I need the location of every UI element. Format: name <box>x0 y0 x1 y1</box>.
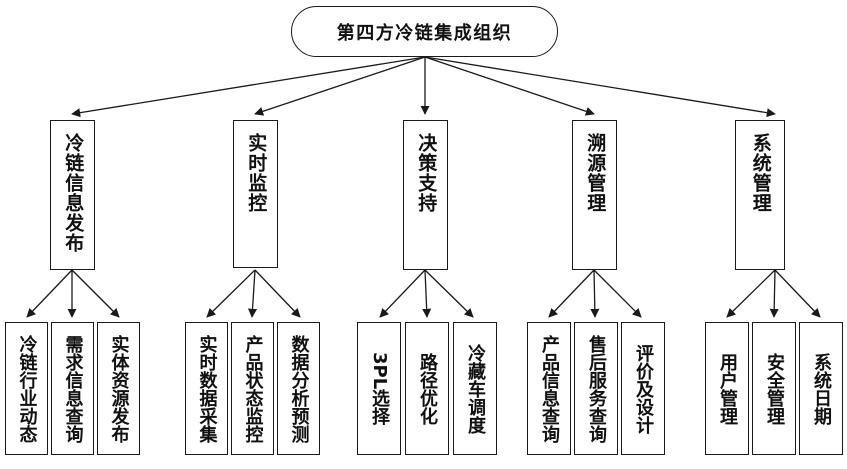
root-node[interactable]: 第四方冷链集成组织 <box>291 6 558 57</box>
leaf-node-5-2-label: 安全管理 <box>764 352 785 425</box>
branch-node-2[interactable]: 实时监控 <box>233 120 278 268</box>
leaf-node-1-3[interactable]: 实体资源发布 <box>97 322 140 455</box>
leaf-node-4-2-label: 售后服务查询 <box>586 334 607 443</box>
root-node-label: 第四方冷链集成组织 <box>336 22 513 44</box>
leaf-node-1-2-label: 需求信息查询 <box>62 334 84 443</box>
leaf-node-5-3[interactable]: 系统日期 <box>799 322 843 455</box>
branch-node-4-label: 溯源管理 <box>584 133 607 213</box>
leaf-node-3-1[interactable]: 3PL选择 <box>357 322 401 455</box>
leaf-node-4-1[interactable]: 产品信息查询 <box>527 322 571 455</box>
root-to-branch-connectors <box>71 56 776 118</box>
branch-node-1-label: 冷链信息发布 <box>62 133 85 253</box>
leaf-node-4-3-label: 评价及设计 <box>633 343 654 434</box>
leaf-node-2-1-label: 实时数据采集 <box>196 334 218 443</box>
branch-node-5-label: 系统管理 <box>749 133 772 213</box>
branch-node-1[interactable]: 冷链信息发布 <box>50 120 95 270</box>
leaf-node-2-2[interactable]: 产品状态监控 <box>231 322 274 455</box>
leaf-node-2-3-label: 数据分析预测 <box>288 334 310 443</box>
branch-5-to-leaf-connectors <box>726 269 821 318</box>
branch-2-to-leaf-connectors <box>206 269 301 318</box>
leaf-node-3-3[interactable]: 冷藏车调度 <box>453 322 497 455</box>
branch-node-5[interactable]: 系统管理 <box>735 120 785 270</box>
branch-node-3-label: 决策支持 <box>415 133 438 213</box>
leaf-node-4-1-label: 产品信息查询 <box>539 334 560 443</box>
leaf-node-1-2[interactable]: 需求信息查询 <box>51 322 94 455</box>
leaf-node-2-3[interactable]: 数据分析预测 <box>277 322 320 455</box>
leaf-node-5-3-label: 系统日期 <box>811 352 832 425</box>
branch-node-4[interactable]: 溯源管理 <box>572 120 617 270</box>
branch-1-to-leaf-connectors <box>26 269 120 318</box>
leaf-node-5-1-label: 用户管理 <box>717 352 738 425</box>
leaf-node-5-2[interactable]: 安全管理 <box>752 322 796 455</box>
leaf-node-1-1-label: 冷链行业动态 <box>16 334 38 443</box>
leaf-node-5-1[interactable]: 用户管理 <box>705 322 749 455</box>
leaf-node-1-3-label: 实体资源发布 <box>108 334 130 443</box>
leaf-node-3-2-label: 路径优化 <box>417 352 438 425</box>
branch-3-to-leaf-connectors <box>379 269 474 318</box>
leaf-node-1-1[interactable]: 冷链行业动态 <box>5 322 48 455</box>
leaf-node-4-2[interactable]: 售后服务查询 <box>574 322 618 455</box>
leaf-node-2-2-label: 产品状态监控 <box>242 334 264 443</box>
leaf-node-4-3[interactable]: 评价及设计 <box>621 322 665 455</box>
leaf-node-3-1-label: 3PL选择 <box>369 351 390 426</box>
branch-node-3[interactable]: 决策支持 <box>403 120 448 270</box>
branch-node-2-label: 实时监控 <box>245 133 268 213</box>
leaf-node-3-2[interactable]: 路径优化 <box>405 322 449 455</box>
leaf-node-3-3-label: 冷藏车调度 <box>465 343 486 434</box>
leaf-node-2-1[interactable]: 实时数据采集 <box>185 322 228 455</box>
branch-4-to-leaf-connectors <box>548 269 642 318</box>
